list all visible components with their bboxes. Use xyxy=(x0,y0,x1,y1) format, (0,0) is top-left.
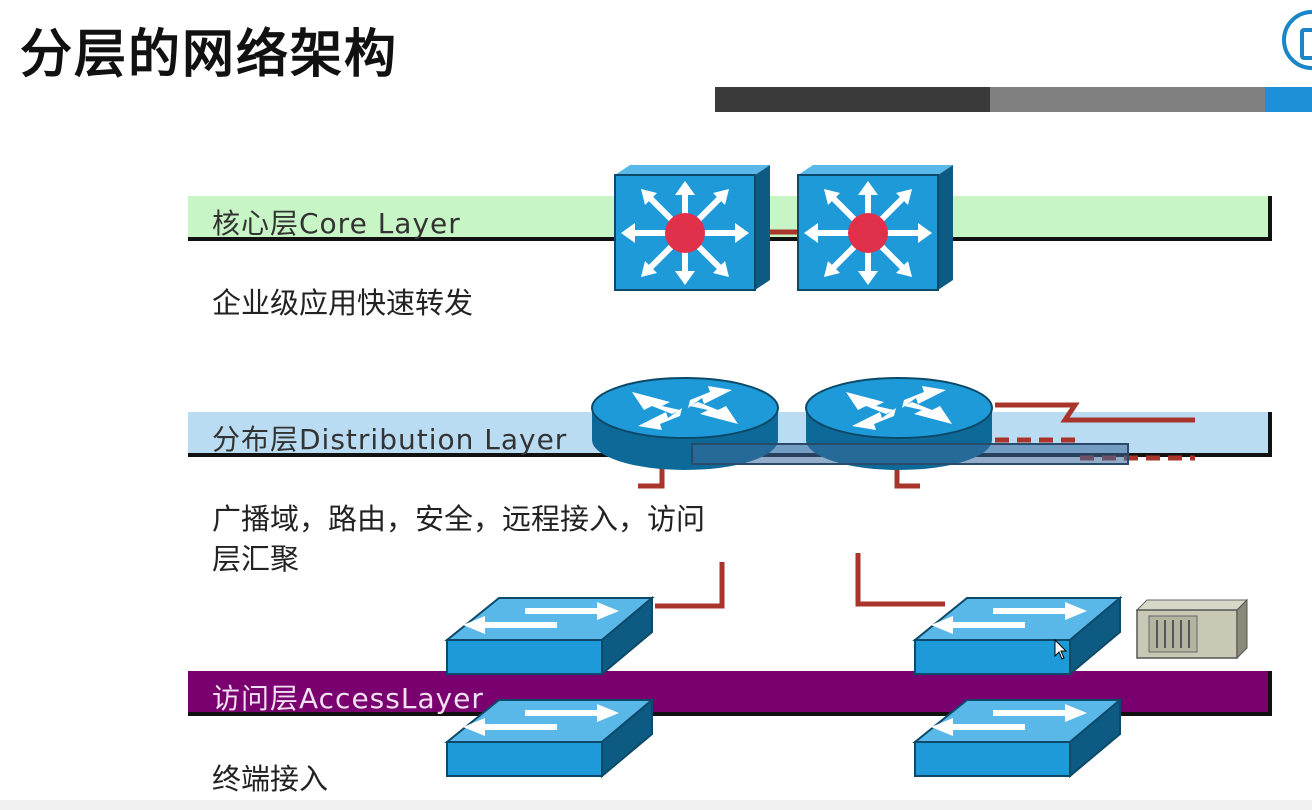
workgroup-switch-icon xyxy=(444,697,655,779)
server-icon xyxy=(1135,598,1249,660)
core-layer-label: 核心层Core Layer xyxy=(212,207,461,240)
wan-link xyxy=(995,402,1195,423)
progress-bar xyxy=(715,87,1312,112)
progress-segment-gray xyxy=(990,87,1265,112)
network-links xyxy=(638,229,1195,609)
router-interconnect-bar xyxy=(691,443,1129,465)
layer3-switch-icon xyxy=(797,165,953,291)
layer3-switch-icon xyxy=(614,165,770,291)
distribution-layer-description-line1: 广播域，路由，安全，远程接入，访问 xyxy=(212,502,706,536)
distribution-layer-description-line2: 层汇聚 xyxy=(212,542,300,576)
workgroup-switch-icon xyxy=(912,697,1123,779)
progress-segment-dark xyxy=(715,87,990,112)
bottom-strip xyxy=(0,800,1312,810)
progress-segment-blue xyxy=(1265,87,1312,112)
router1-down-link xyxy=(638,465,665,489)
page-title: 分层的网络架构 xyxy=(20,25,399,85)
distribution-layer-label: 分布层Distribution Layer xyxy=(212,423,568,456)
access-layer-label: 访问层AccessLayer xyxy=(212,682,484,715)
access1-uplink xyxy=(655,562,725,609)
access2-uplink xyxy=(855,553,945,607)
access-layer-description: 终端接入 xyxy=(212,762,329,796)
mouse-cursor-icon xyxy=(1054,638,1068,660)
workgroup-switch-icon xyxy=(912,595,1123,677)
core-layer-description: 企业级应用快速转发 xyxy=(212,286,474,320)
router2-down-link xyxy=(894,470,920,489)
workgroup-switch-icon xyxy=(444,595,655,677)
